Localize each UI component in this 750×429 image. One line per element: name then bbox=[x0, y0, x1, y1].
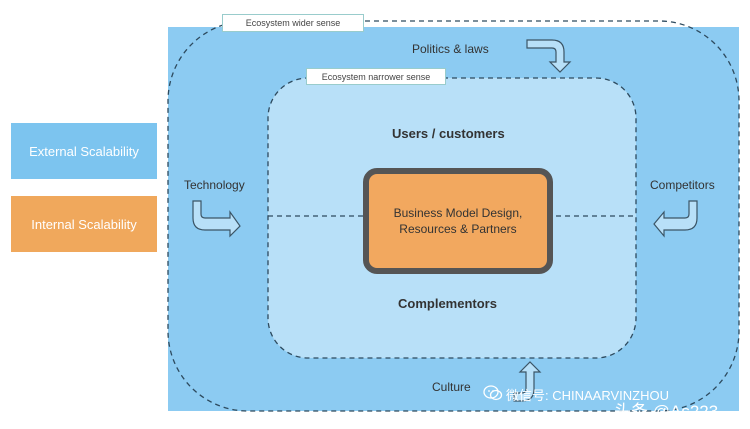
watermark-wechat-id: 微信号: CHINAARVINZHOU bbox=[506, 388, 669, 403]
label-technology: Technology bbox=[184, 178, 245, 192]
tag-ecosystem-narrower-label: Ecosystem narrower sense bbox=[321, 71, 431, 82]
legend-external-label: External Scalability bbox=[29, 143, 139, 159]
outer-dashed-boundary bbox=[167, 20, 740, 412]
core-business-model-label: Business Model Design, Resources & Partn… bbox=[393, 206, 523, 236]
legend-external-scalability: External Scalability bbox=[11, 123, 157, 179]
tag-ecosystem-narrower: Ecosystem narrower sense bbox=[306, 68, 446, 85]
core-business-model-box: Business Model Design, Resources & Partn… bbox=[363, 168, 553, 274]
label-culture: Culture bbox=[432, 380, 471, 394]
arrow-technology-icon bbox=[192, 200, 241, 238]
watermark-toutiao: 头条 @As223 bbox=[614, 402, 719, 421]
label-complementors: Complementors bbox=[398, 296, 497, 311]
label-users-customers: Users / customers bbox=[392, 126, 505, 141]
tag-ecosystem-wider-label: Ecosystem wider sense bbox=[245, 18, 341, 28]
inner-dashed-boundary bbox=[267, 77, 637, 359]
tag-ecosystem-wider: Ecosystem wider sense bbox=[222, 14, 364, 32]
arrow-competitors-icon bbox=[653, 200, 698, 238]
wechat-icon bbox=[483, 385, 503, 401]
label-politics: Politics & laws bbox=[412, 42, 489, 56]
arrow-politics-icon bbox=[526, 39, 572, 73]
arrow-culture-icon bbox=[513, 361, 542, 402]
label-competitors: Competitors bbox=[650, 178, 715, 192]
legend-internal-scalability: Internal Scalability bbox=[11, 196, 157, 252]
legend-internal-label: Internal Scalability bbox=[31, 216, 137, 232]
